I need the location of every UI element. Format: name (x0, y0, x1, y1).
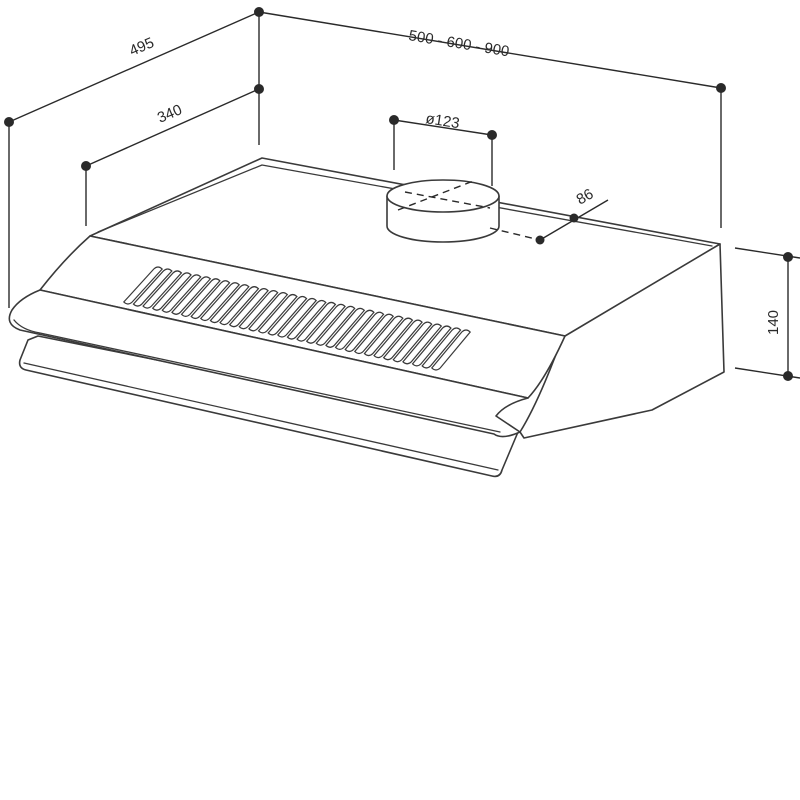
dim-height-top-dot (783, 252, 793, 262)
grille-slot (286, 299, 327, 340)
label-width-options: 500 - 600 - 900 (407, 27, 510, 60)
label-depth-total: 495 (127, 34, 157, 59)
grille-slot (122, 266, 164, 305)
dim-width-end-dot (716, 83, 726, 93)
hood-front-lip-edge (13, 319, 501, 433)
grille-slot (219, 286, 260, 326)
grille-slot (257, 293, 298, 334)
dim-diameter-end-dot (487, 130, 497, 140)
dim-depth-mount-end-dot (254, 84, 264, 94)
grille-slot (411, 325, 452, 367)
grille-slot (353, 313, 395, 355)
grille-slot (180, 278, 221, 317)
grille-slot (238, 290, 279, 330)
grille-slot (161, 274, 202, 313)
vent-grille (122, 266, 472, 371)
grille-slot (151, 272, 192, 311)
grille-slot (132, 268, 173, 307)
dimension-lines (4, 7, 800, 381)
hood-front-lip (8, 289, 529, 438)
dim-diameter-line (393, 119, 493, 136)
grille-slot (325, 307, 366, 348)
grille-slot (267, 295, 308, 336)
label-outlet-offset: 86 (574, 185, 597, 208)
grille-slot (373, 317, 414, 359)
dim-width-line (258, 11, 722, 89)
label-outlet-diameter: ø123 (424, 110, 460, 132)
grille-slot (430, 329, 472, 371)
dim-depth-total-line (8, 11, 260, 123)
grille-slot (392, 321, 433, 363)
grille-slot (305, 303, 346, 344)
dim-diameter-start-dot (389, 115, 399, 125)
grille-slot (171, 276, 212, 315)
exhaust-outlet (386, 179, 500, 243)
grille-slot (363, 315, 404, 357)
dim-offset-end-dot (569, 213, 579, 223)
dim-offset-ref-line (489, 227, 541, 241)
grille-slot (296, 301, 337, 342)
range-hood (8, 157, 725, 478)
dim-depth-mount-start-dot (81, 161, 91, 171)
grille-slot (199, 282, 241, 322)
grille-slot (209, 284, 250, 324)
dim-depth-mount-line (85, 88, 260, 167)
outlet-diameter-line (397, 179, 477, 211)
hood-underside-visor-edge (23, 362, 499, 471)
dim-depth-total-start-dot (4, 117, 14, 127)
outlet-center-line (404, 191, 491, 209)
label-height: 140 (765, 310, 782, 335)
grille-slot (190, 280, 231, 320)
grille-slot (228, 288, 269, 328)
dim-offset-start-dot (535, 235, 545, 245)
label-depth-mounting: 340 (155, 101, 185, 126)
hood-top-back-edge (97, 164, 713, 247)
grille-slot (421, 327, 462, 369)
grille-slot (142, 270, 183, 309)
dim-height-bottom-dot (783, 371, 793, 381)
grille-slot (248, 291, 289, 332)
grille-slot (276, 297, 318, 338)
grille-slot (315, 305, 356, 346)
grille-slot (382, 319, 423, 361)
grille-slot (344, 311, 385, 353)
hood-underside-visor (18, 335, 519, 478)
grille-slot (334, 309, 375, 350)
grille-slot (402, 323, 443, 365)
